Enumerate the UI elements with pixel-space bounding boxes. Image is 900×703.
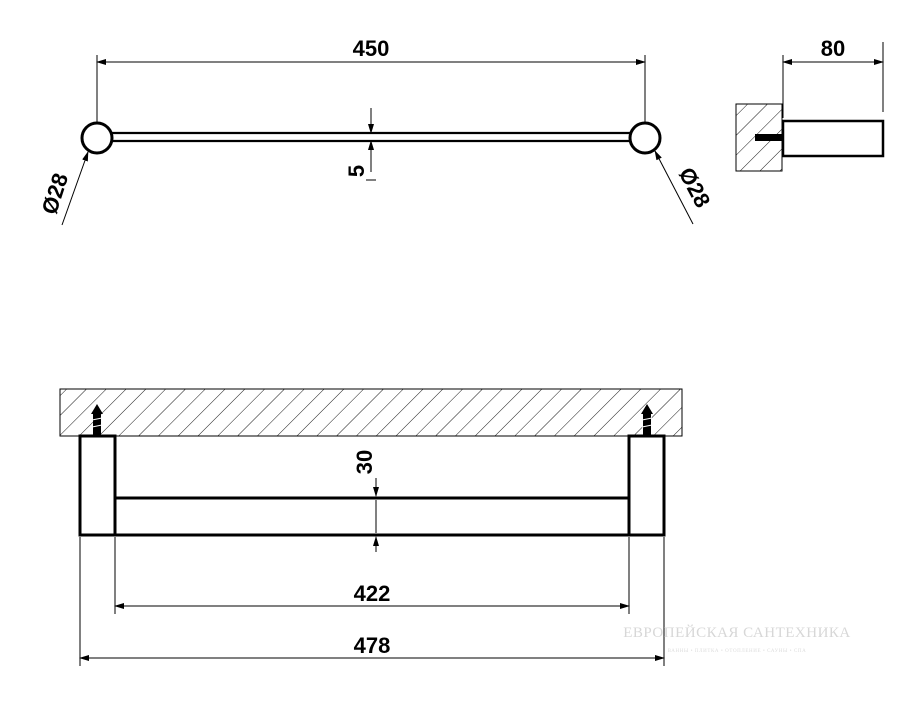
front-view: 30 422 478 — [59, 388, 683, 666]
dimension-label-5: 5 — [344, 165, 369, 177]
left-bracket — [78, 434, 117, 537]
watermark-title: ЕВРОПЕЙСКАЯ САНТЕХНИКА — [623, 624, 851, 641]
dimension-label-422: 422 — [354, 581, 391, 606]
left-end-circle — [80, 121, 114, 155]
right-screw — [641, 404, 653, 436]
wall-front — [59, 388, 683, 437]
left-screw — [91, 404, 103, 436]
side-view: 80 — [735, 36, 885, 172]
dimension-label-450: 450 — [353, 36, 390, 61]
watermark: ЕВРОПЕЙСКАЯ САНТЕХНИКА ВАННЫ • ПЛИТКА • … — [623, 624, 851, 654]
dimension-label-80: 80 — [821, 36, 845, 61]
dimension-label-478: 478 — [354, 633, 391, 658]
watermark-subtitle: ВАННЫ • ПЛИТКА • ОТОПЛЕНИЕ • САУНЫ • СПА — [668, 649, 807, 654]
leader-line-left — [61, 151, 89, 226]
dimension-label-30: 30 — [352, 450, 377, 474]
screw — [755, 134, 783, 141]
right-bracket — [627, 434, 666, 537]
dimension-label-right-diameter: Ø28 — [674, 163, 716, 211]
bracket-side — [781, 119, 885, 158]
right-end-circle — [628, 121, 662, 155]
leader-line-right — [654, 150, 694, 225]
top-view: 450 5 Ø28 Ø28 — [37, 36, 716, 226]
